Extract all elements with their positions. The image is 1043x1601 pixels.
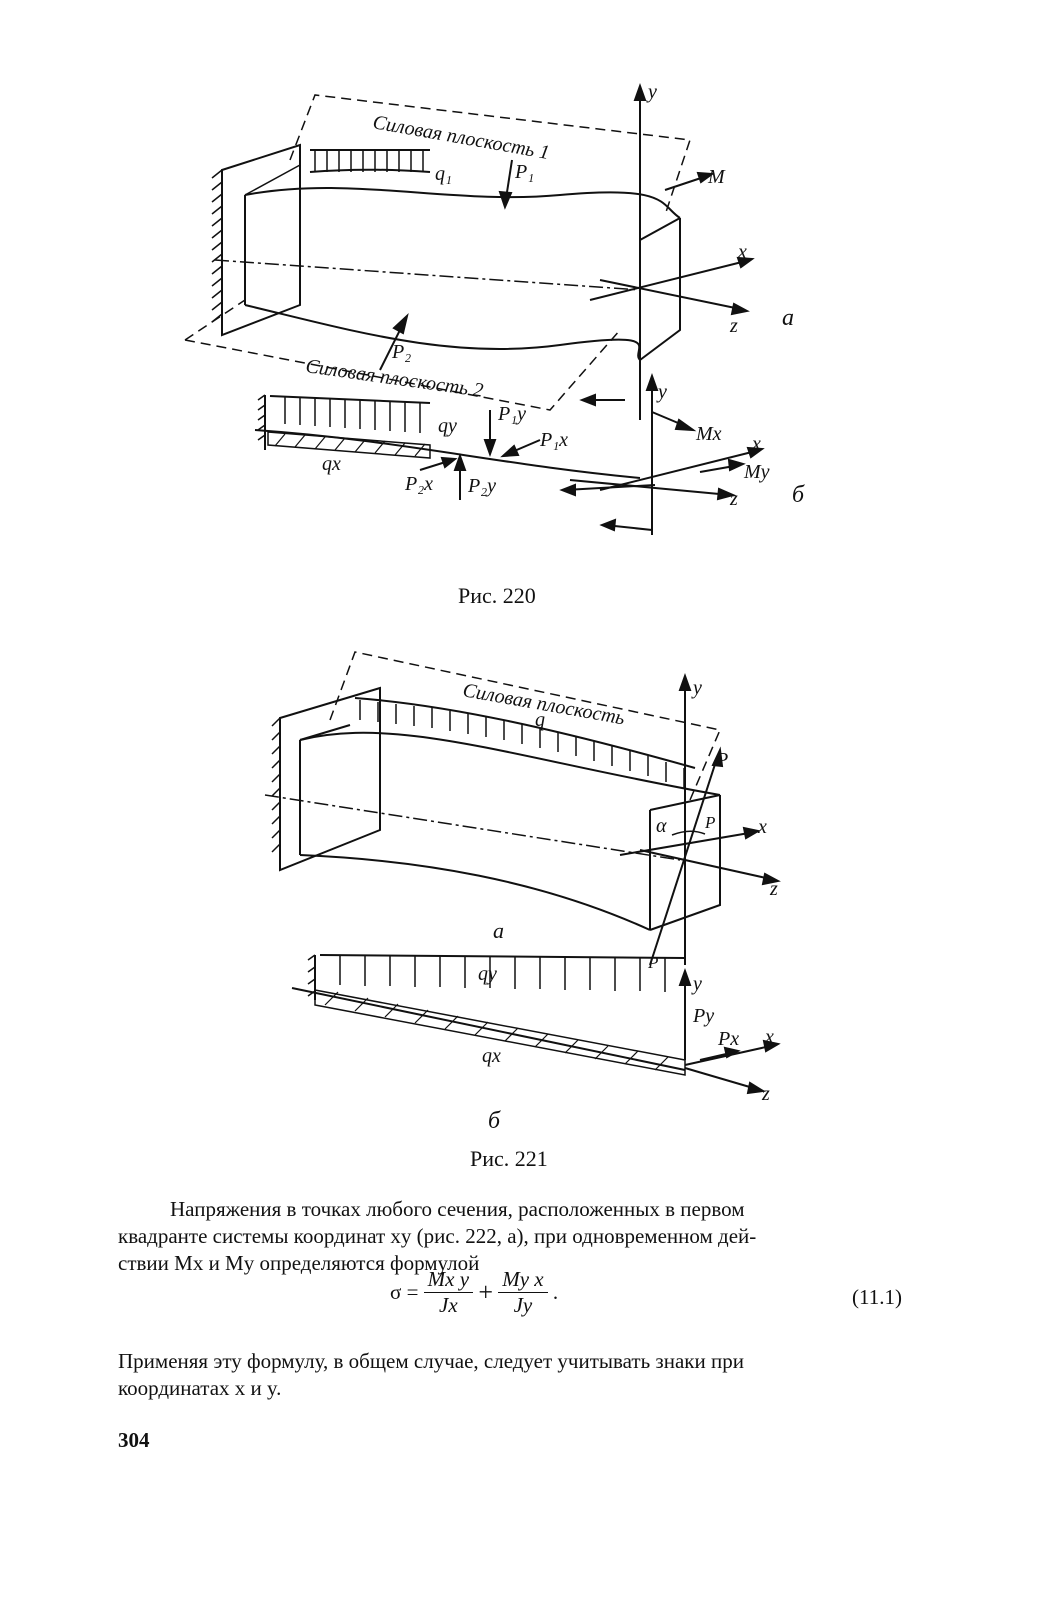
fig221-subfig-a-label: a [493, 918, 504, 943]
fig220-y-axis-b-label: y [656, 381, 667, 403]
fig220-subfig-b-label: б [792, 482, 805, 508]
fig221-px-label: Px [717, 1028, 739, 1050]
fig220-plane1-label: Силовая плоскость 1 [371, 111, 551, 164]
equation-number: (11.1) [852, 1285, 902, 1309]
fig220-z-axis-a-label: z [729, 315, 738, 337]
formula-dot: . [552, 1280, 559, 1304]
fig221-p-mid-label: P [704, 813, 715, 832]
paragraph-1: Напряжения в точках любого сечения, расп… [118, 1196, 908, 1277]
fig220-y-axis-a-label: y [646, 81, 657, 103]
page-number: 304 [118, 1428, 150, 1452]
fig221-alpha-label: α [656, 815, 667, 837]
formula-den1: Jx [439, 1293, 458, 1317]
fig220-q1-label: q₁ [435, 163, 452, 185]
formula-num1: Mx y [423, 1267, 474, 1293]
fig220-subfig-a-label: a [782, 305, 794, 331]
fraction-mx-y-over-jx: Mx y Jx [423, 1267, 474, 1318]
para2-line1: Применяя эту формулу, в общем случае, сл… [118, 1349, 744, 1373]
fig220-m-label: M [707, 166, 726, 188]
figure-221-subfig-b-marker: б [488, 1108, 500, 1135]
fig220-x-axis-a-label: x [737, 241, 747, 263]
para1-line2: квадранте системы координат xy (рис. 222… [118, 1224, 757, 1248]
fig221-x-axis-b-label: x [764, 1026, 774, 1048]
fig221-qx-label: qx [482, 1045, 501, 1067]
fig221-py-label: Py [692, 1005, 714, 1027]
fig220-qy-label: qy [438, 415, 457, 437]
fig220-x-axis-b-label: x [751, 433, 761, 455]
fig220-p2x-label: P₂x [404, 473, 433, 495]
fig221-p-low-label: P [647, 953, 658, 972]
fig220-z-axis-b-label: z [729, 488, 738, 510]
fig221-qy-label: qy [478, 963, 497, 985]
para1-line1: Напряжения в точках любого сечения, расп… [170, 1197, 745, 1221]
para2-line2: координатах x и y. [118, 1376, 282, 1400]
formula-plus: + [478, 1277, 493, 1307]
fig221-y-axis-b-label: y [691, 973, 702, 995]
fig220-p1-label: P₁ [514, 161, 534, 183]
fig221-q-label: q [535, 709, 545, 731]
fig221-p-label: P [715, 749, 728, 771]
figure-220: Силовая плоскость 1 Силовая плоскость 2 … [184, 81, 805, 535]
fig221-subfig-b-label: б [488, 1108, 501, 1134]
figure-220-caption: Рис. 220 [458, 583, 536, 608]
figure-221: Силовая плоскость q y P α P x z a P qy q… [264, 651, 781, 1100]
fig220-p1x-label: P₁x [539, 429, 568, 451]
fig220-qx-label: qx [322, 453, 341, 475]
fig220-mx-label: Mx [695, 423, 722, 445]
fig220-p2-label: P₂ [391, 341, 411, 363]
formula-lhs: σ = [390, 1280, 419, 1304]
formula-11-1: σ = Mx y Jx + My x Jy . (11.1) [390, 1267, 910, 1333]
formula-den2: Jy [513, 1293, 533, 1317]
figure-221-caption: Рис. 221 [470, 1146, 548, 1171]
fraction-my-x-over-jy: My x Jy [498, 1267, 548, 1318]
fig220-p1y-label: P₁y [497, 403, 526, 425]
fig221-z-axis-a-label: z [769, 878, 778, 900]
paragraph-2: Применяя эту формулу, в общем случае, сл… [118, 1348, 908, 1402]
fig221-x-axis-a-label: x [757, 816, 767, 838]
fig220-my-label: My [743, 461, 770, 483]
fig220-p2y-label: P₂y [467, 475, 496, 497]
fig221-z-axis-b-label: z [761, 1083, 770, 1100]
fig221-y-axis-a-label: y [691, 677, 702, 699]
para1-line3: ствии Mx и My определяются формулой [118, 1251, 480, 1275]
formula-num2: My x [498, 1267, 548, 1293]
